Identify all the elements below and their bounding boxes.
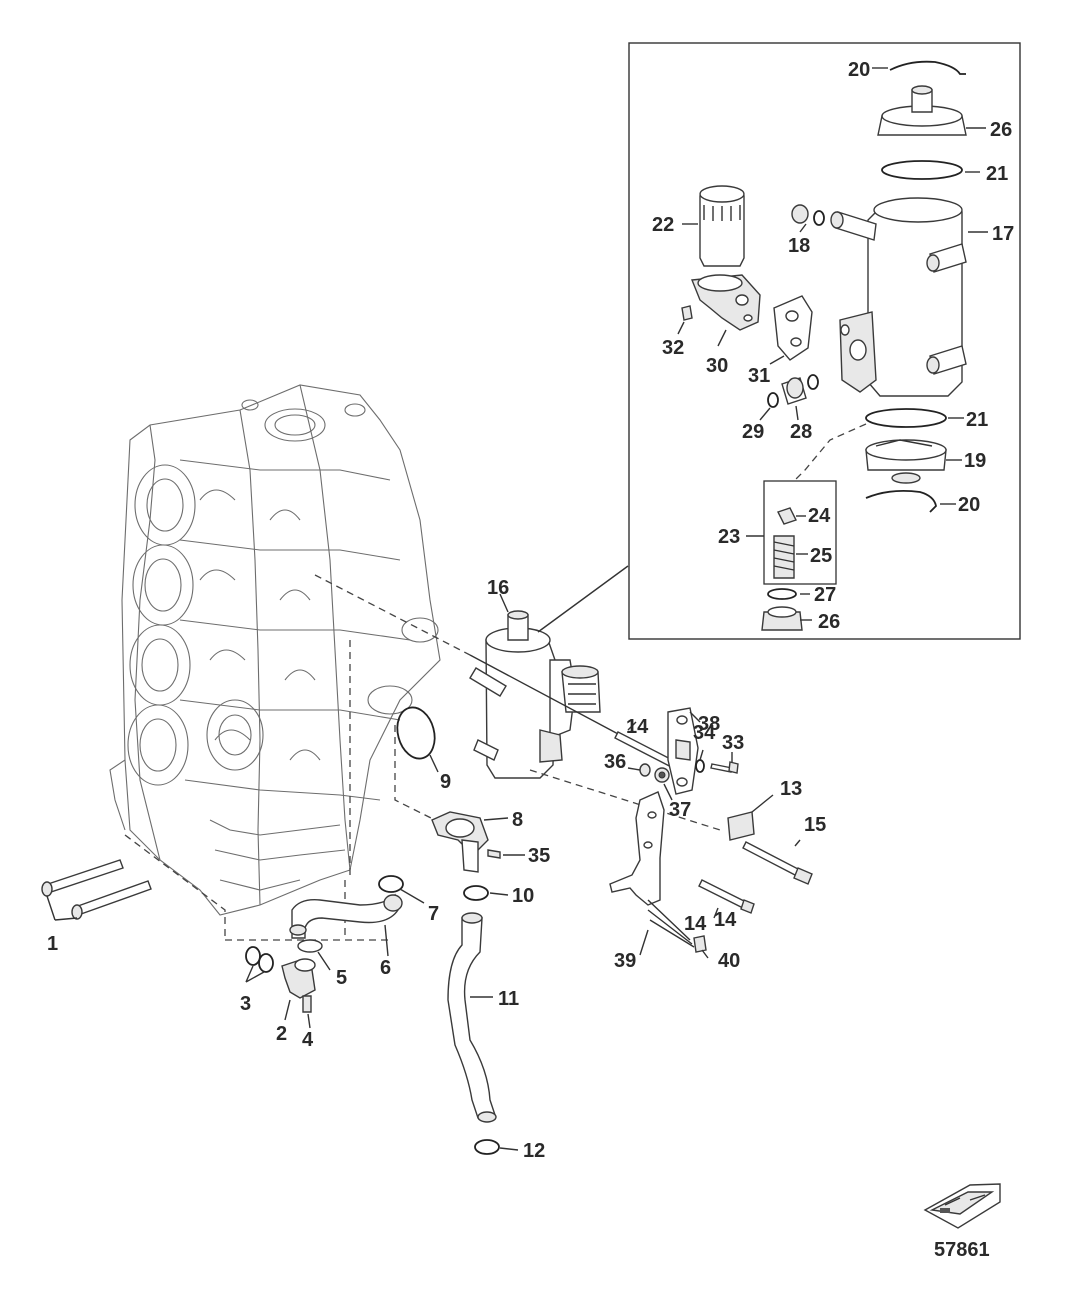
- label-28: 28: [790, 421, 812, 443]
- label-5: 5: [336, 967, 347, 989]
- label-35: 35: [528, 845, 550, 867]
- label-26-bottom: 26: [818, 611, 840, 633]
- label-21-top: 21: [986, 163, 1008, 185]
- bracket-parts: [609, 707, 813, 953]
- hose-part-6: [289, 875, 425, 957]
- label-11: 11: [498, 988, 519, 1010]
- label-39: 39: [614, 950, 636, 972]
- label-16: 16: [487, 577, 509, 599]
- label-14-bracket: 14: [684, 913, 707, 935]
- housing-parts-8-9: [396, 706, 525, 873]
- label-31: 31: [748, 365, 770, 387]
- label-22: 22: [652, 214, 674, 236]
- label-20-bottom: 20: [958, 494, 980, 516]
- label-18: 18: [788, 235, 810, 257]
- label-12: 12: [523, 1140, 545, 1162]
- label-3: 3: [240, 993, 251, 1015]
- label-1: 1: [47, 933, 58, 955]
- detail-inset: [628, 42, 1021, 640]
- label-8: 8: [512, 809, 523, 831]
- label-17: 17: [992, 223, 1014, 245]
- label-13: 13: [780, 778, 802, 800]
- label-20-top: 20: [848, 59, 870, 81]
- label-14-lower: 14: [714, 909, 737, 931]
- label-7: 7: [428, 903, 439, 925]
- label-29: 29: [742, 421, 764, 443]
- label-6: 6: [380, 957, 391, 979]
- label-14-upper: 14: [626, 716, 649, 738]
- callout-labels: 1 2 3 4 5 6 7 8 9 10 11 12 13 14 14 14 1…: [47, 59, 1014, 1261]
- label-38: 38: [698, 713, 720, 735]
- label-40: 40: [718, 950, 740, 972]
- label-27: 27: [814, 584, 836, 606]
- label-23: 23: [718, 526, 740, 548]
- label-37: 37: [669, 799, 691, 821]
- oil-cooler-assembly-part-16: [469, 565, 629, 779]
- label-36: 36: [604, 751, 626, 773]
- hose-parts-10-12: [447, 885, 519, 1155]
- boat-icon: [923, 1183, 1001, 1229]
- label-26-top: 26: [990, 119, 1012, 141]
- label-33: 33: [722, 732, 744, 754]
- label-24: 24: [808, 505, 831, 527]
- label-2: 2: [276, 1023, 287, 1045]
- fitting-parts-2-5: [245, 939, 331, 1029]
- label-32: 32: [662, 337, 684, 359]
- bolts-part-1: [41, 859, 152, 921]
- label-30: 30: [706, 355, 728, 377]
- label-34: 34: [693, 722, 716, 744]
- label-19: 19: [964, 450, 986, 472]
- figure-number: 57861: [934, 1239, 990, 1261]
- label-9: 9: [440, 771, 451, 793]
- label-4: 4: [302, 1029, 314, 1051]
- engine-block: [109, 384, 441, 916]
- label-25: 25: [810, 545, 832, 567]
- label-10: 10: [512, 885, 534, 907]
- label-15: 15: [804, 814, 826, 836]
- label-21-bottom: 21: [966, 409, 988, 431]
